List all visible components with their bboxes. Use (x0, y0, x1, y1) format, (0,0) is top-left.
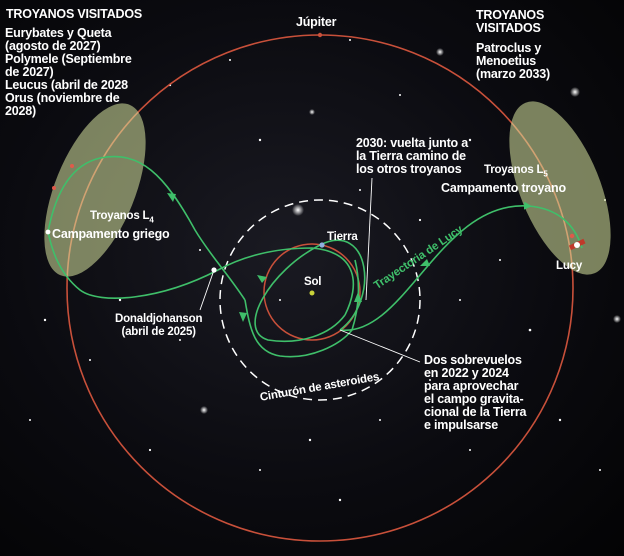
earth-orbit (263, 243, 361, 341)
note-line: e impulsarse (424, 418, 499, 432)
l4-label: Troyanos L4 (90, 210, 154, 227)
note-line: la Tierra camino de (356, 149, 466, 163)
left-heading: TROYANOS VISITADOS (6, 7, 143, 21)
jupiter-marker (317, 32, 323, 38)
target-line: (marzo 2033) (476, 67, 551, 81)
note-line: 2030: vuelta junto a (356, 136, 469, 150)
l5-label: Troyanos L5 (484, 164, 548, 181)
l4-target-marker (45, 229, 51, 235)
note-line: el campo gravita- (424, 392, 524, 406)
earth-label: Tierra (327, 231, 358, 243)
donaldjohanson-marker (211, 267, 217, 273)
target-line: Patroclus y (476, 41, 542, 55)
right-targets: Patroclus y Menoetius (marzo 2033) (476, 42, 550, 81)
right-heading: TROYANOS VISITADOS (476, 9, 544, 35)
lucy-spacecraft-icon (568, 238, 586, 251)
l4-trojan-zone (44, 103, 146, 277)
label-line: Donaldjohanson (115, 313, 203, 325)
sun-marker (309, 290, 315, 296)
target-line: (agosto de 2027) (5, 39, 101, 53)
return-2030-label: 2030: vuelta junto a la Tierra camino de… (356, 137, 468, 176)
l4-text: Troyanos L (90, 210, 150, 222)
note-line: los otros troyanos (356, 162, 462, 176)
note-line: Dos sobrevuelos (424, 353, 522, 367)
target-line: 2028) (5, 104, 36, 118)
greek-camp-label: Campamento griego (52, 227, 170, 241)
l5-target-marker (569, 233, 575, 239)
jupiter-label: Júpiter (296, 15, 337, 29)
target-line: de 2027) (5, 65, 54, 79)
label-line: (abril de 2025) (121, 325, 196, 338)
note-line: para aprovechar (424, 379, 519, 393)
note-line: en 2022 y 2024 (424, 366, 509, 380)
leader-lines (199, 177, 421, 363)
left-targets: Eurybates y Queta (agosto de 2027) Polym… (5, 27, 132, 118)
lucy-label: Lucy (556, 260, 583, 272)
flybys-label: Dos sobrevuelos en 2022 y 2024 para apro… (424, 354, 526, 432)
target-line: Leucus (abril de 2028 (5, 78, 128, 92)
target-line: Eurybates y Queta (5, 26, 112, 40)
target-line: Orus (noviembre de (5, 91, 120, 105)
target-line: Polymele (Septiembre (5, 52, 132, 66)
lucy-trajectory (47, 155, 583, 358)
asteroid-belt (219, 199, 421, 401)
earth-marker (319, 242, 325, 248)
trojan-camp-label: Campamento troyano (441, 181, 566, 195)
l5-text: Troyanos L (484, 164, 544, 176)
heading-line: VISITADOS (476, 21, 541, 35)
target-line: Menoetius (476, 54, 537, 68)
l4-target-marker-2 (52, 186, 56, 190)
note-line: cional de la Tierra (424, 405, 527, 419)
heading-line: TROYANOS (476, 8, 545, 22)
donaldjohanson-label: Donaldjohanson (abril de 2025) (115, 313, 202, 338)
l5-trojan-zone (509, 101, 611, 275)
sun-label: Sol (304, 276, 322, 288)
l4-target-marker-3 (70, 164, 74, 168)
l4-subscript: 4 (149, 215, 154, 225)
l5-subscript: 5 (543, 169, 548, 179)
